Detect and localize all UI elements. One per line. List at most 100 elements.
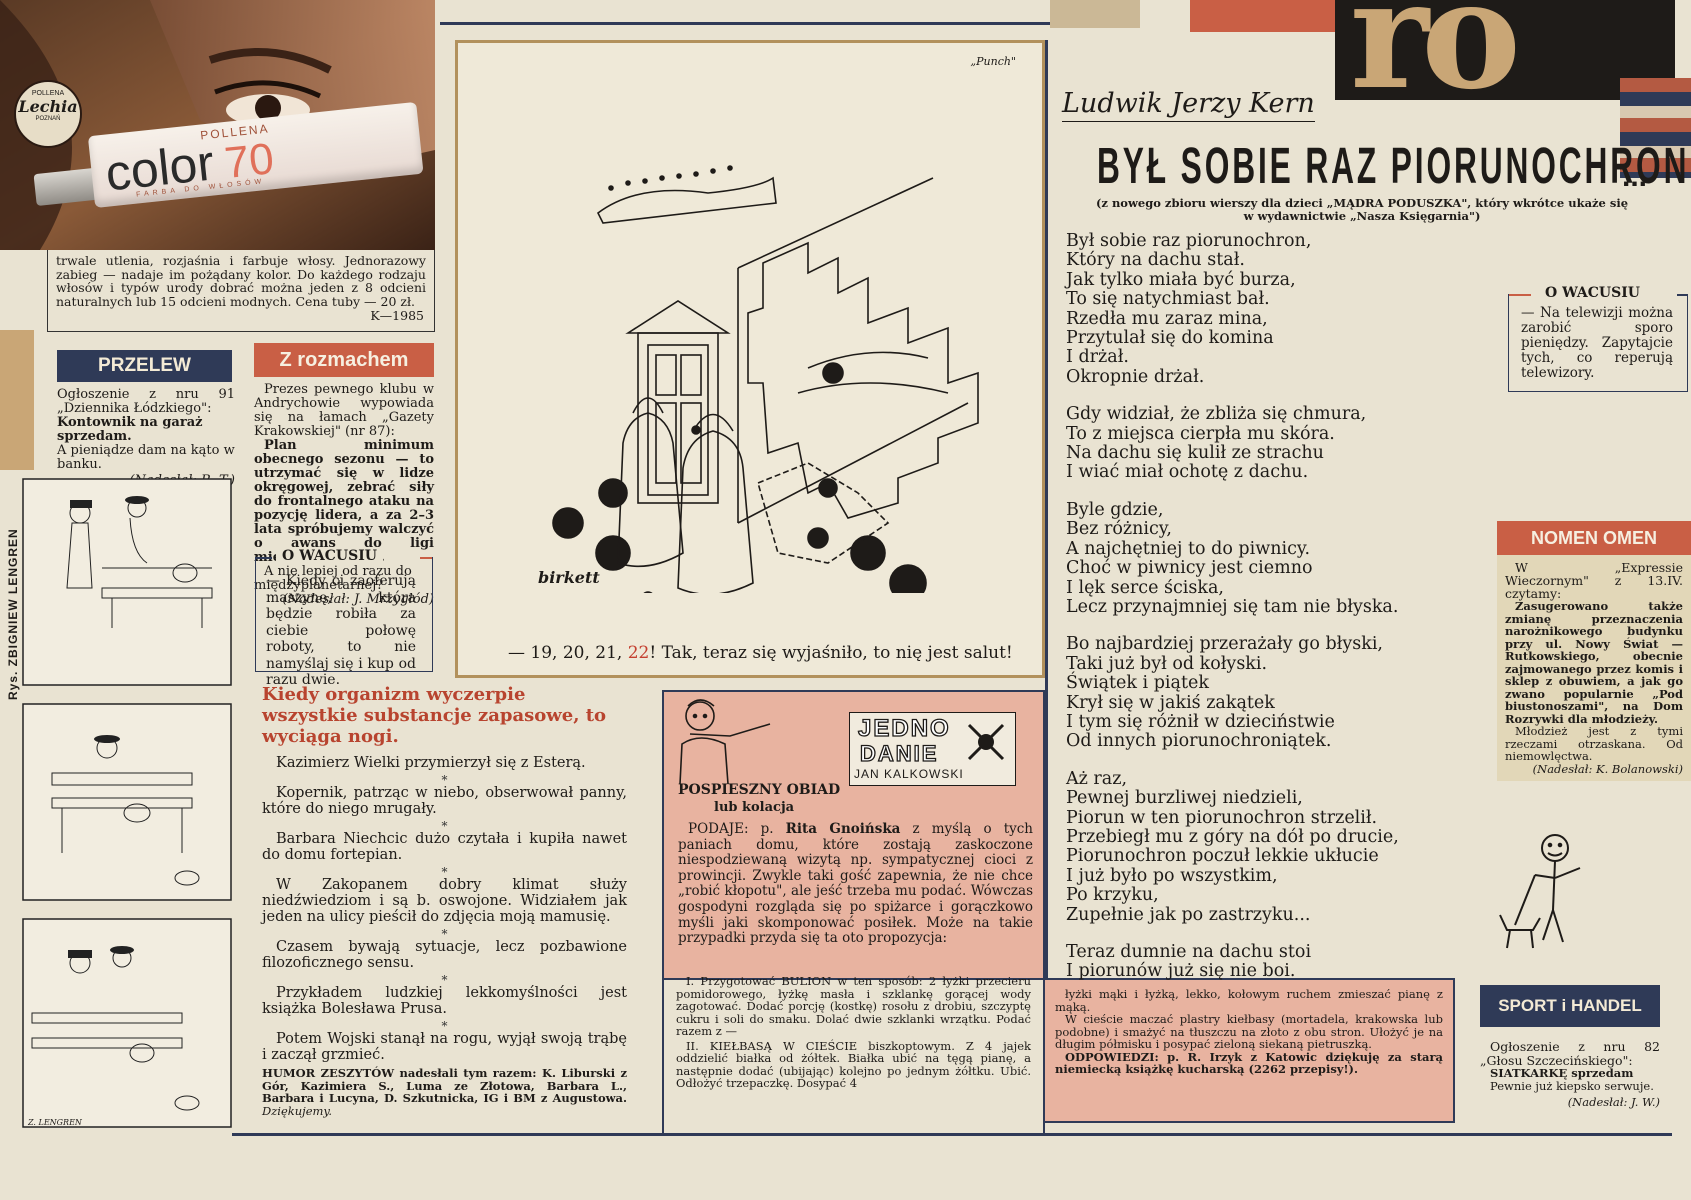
poem-line: Lecz przynajmniej się tam nie błyska. bbox=[1066, 596, 1399, 617]
joke-separator: * bbox=[441, 865, 448, 879]
poem-line: Zupełnie jak po zastrzyku... bbox=[1066, 904, 1311, 925]
lengren-credit: Rys. ZBIGNIEW LENGREN bbox=[6, 528, 20, 700]
wacus-box-2: O WACUSIU — Na telewizji można zarobić s… bbox=[1508, 285, 1688, 392]
sport-rest: Pewnie już kiepsko serwuje. bbox=[1490, 1078, 1654, 1093]
poem-note: (z nowego zbioru wierszy dla dzieci „MĄD… bbox=[1095, 196, 1629, 223]
sport-credit: (Nadesłał: J. W.) bbox=[1567, 1095, 1660, 1109]
recipe-step-2: II. KIEŁBASĄ W CIEŚCIE biszkoptowym. Z 4… bbox=[676, 1038, 1031, 1090]
rozmach-p2: Plan minimum obecnego sezonu — to utrzym… bbox=[254, 438, 434, 565]
comic-panel-1 bbox=[22, 478, 232, 686]
joke-separator: * bbox=[441, 973, 448, 987]
lechia-logo: POLLENA Lechia POZNAŃ bbox=[14, 80, 82, 148]
poem-stanza: Byle gdzie,Bez różnicy,A najchętniej to … bbox=[1066, 499, 1496, 617]
poem-line: Byle gdzie, bbox=[1066, 499, 1164, 520]
joke-separator: * bbox=[441, 819, 448, 833]
sport-body: Ogłoszenie z nru 82 „Głosu Szczecińskieg… bbox=[1480, 1040, 1660, 1109]
nomen-credit: (Nadesłał: K. Bolanowski) bbox=[1532, 761, 1683, 776]
rozmach-p3: A nie lepiej od razu do międzyplanetarne… bbox=[254, 564, 412, 593]
joke-item: Kopernik, patrząc w niebo, obserwował pa… bbox=[262, 785, 627, 817]
joke-separator: * bbox=[441, 773, 448, 787]
poem-line: Choć w piwnicy jest ciemno bbox=[1066, 558, 1313, 579]
bottom-rule bbox=[232, 1133, 1672, 1136]
poem-line: Bo najbardziej przerażały go błyski, bbox=[1066, 634, 1383, 655]
poem-title: BYŁ SOBIE RAZ PIORUNOCHRON bbox=[1097, 138, 1690, 195]
left-edge-strip bbox=[0, 330, 34, 470]
rozmach-p1: Prezes pewnego klubu w Andrychowie wypow… bbox=[254, 382, 434, 439]
poem-line: A najchętniej to do piwnicy. bbox=[1066, 538, 1311, 559]
comic-panel-3 bbox=[22, 918, 232, 1128]
rozmach-header: Z rozmachem bbox=[254, 343, 434, 377]
poem-line: I tym się różnił w dzieciństwie bbox=[1066, 711, 1335, 732]
poem-stanza: Gdy widział, że zbliża się chmura,To z m… bbox=[1066, 404, 1496, 483]
poem-line: I piorunów już się nie boi. bbox=[1066, 961, 1296, 982]
jokes-column: Kiedy organizm wyczerpie wszystkie subst… bbox=[262, 684, 627, 1117]
recipe-continuation: łyżki mąki i łyżką, lekko, kołowym ruche… bbox=[1045, 978, 1455, 1123]
recipe-step-1: I. Przygotować BULION w ten sposób: 2 ły… bbox=[676, 974, 1031, 1038]
pointing-boy-icon bbox=[679, 699, 771, 785]
poem-line: Gdy widział, że zbliża się chmura, bbox=[1066, 404, 1367, 425]
nomen-quote: Zasugerowano także zmianę przeznaczenia … bbox=[1505, 599, 1683, 726]
poem-line: Od innych piorunochroniątek. bbox=[1066, 731, 1332, 752]
poem-stanza: Bo najbardziej przerażały go błyski,Taki… bbox=[1066, 634, 1496, 752]
wacus-title-2: O WACUSIU bbox=[1539, 285, 1646, 301]
sport-intro: Ogłoszenie z nru 82 „Głosu Szczecińskieg… bbox=[1480, 1039, 1660, 1068]
poem-line: Aż raz, bbox=[1066, 768, 1128, 789]
poem-line: Piorunochron poczuł lekkie ukłucie bbox=[1066, 846, 1379, 867]
hair-dye-ad: POLLENA Lechia POZNAŃ POLLENA color 70 F… bbox=[0, 0, 435, 250]
poem-line: Który na dachu stał. bbox=[1066, 250, 1245, 271]
top-rule bbox=[440, 22, 1060, 25]
comic-panel-2 bbox=[22, 703, 232, 901]
nomen-body: W „Expressie Wieczornym" z 13.IV. czytam… bbox=[1497, 555, 1691, 781]
poem-stanza: Był sobie raz piorunochron,Który na dach… bbox=[1066, 231, 1496, 387]
przelew-intro: Ogłoszenie z nru 91 „Dziennika Łódzkiego… bbox=[57, 387, 235, 416]
poem-line: To się natychmiast bał. bbox=[1066, 289, 1270, 310]
poem-line: Taki już był od kołyski. bbox=[1066, 653, 1268, 674]
ad-code: K—1985 bbox=[370, 308, 424, 323]
poem-line: Po krzyku, bbox=[1066, 885, 1159, 906]
wacus-box-1: O WACUSIU — Kiedy ci zaoferują maszynę, … bbox=[255, 548, 433, 688]
poem-line: I wiać miał ochotę z dachu. bbox=[1066, 462, 1309, 483]
poem-stanza: Aż raz,Pewnej burzliwej niedzieli, Piorun… bbox=[1066, 768, 1496, 925]
lengren-comic: Z. LENGREN bbox=[22, 478, 234, 1138]
ad-body: trwale utlenia, rozjaśnia i farbuje włos… bbox=[56, 253, 426, 309]
nomen-rest: Młodzież jest z tymi rzeczami otrzaskana… bbox=[1505, 724, 1683, 763]
cartoon-signature: birkett bbox=[538, 568, 600, 587]
poem-line: Krył się w jakiś zakątek bbox=[1066, 692, 1275, 713]
stick-figure-with-dog-icon bbox=[1499, 834, 1581, 949]
joke-item: Kazimierz Wielki przymierzył się z Ester… bbox=[276, 755, 586, 771]
cartoon-drawing: birkett bbox=[538, 165, 979, 593]
recipe-box: JEDNO DANIE JAN KALKOWSKI POSPIESZNY OBI… bbox=[662, 690, 1045, 980]
przelew-rest: A pieniądze dam na kąto w banku. bbox=[57, 443, 235, 472]
joke-separator: * bbox=[441, 1019, 448, 1033]
poem-line: Rzedła mu zaraz mina, bbox=[1066, 308, 1268, 329]
masthead-fragment: ro bbox=[1350, 0, 1521, 123]
cartoon-source: „Punch" bbox=[970, 55, 1016, 68]
recipe-intro: PODAJE: p. Rita Gnoińska z myślą o tych … bbox=[678, 821, 1033, 947]
poem-line: Okropnie drżał. bbox=[1066, 366, 1205, 387]
sport-header: SPORT i HANDEL bbox=[1480, 985, 1660, 1027]
poem-line: Był sobie raz piorunochron, bbox=[1066, 231, 1312, 251]
cartoon-frame-edge bbox=[1045, 40, 1048, 978]
masthead-strip: ro bbox=[1050, 0, 1691, 178]
ad-text-box: trwale utlenia, rozjaśnia i farbuje włos… bbox=[47, 250, 435, 332]
poem-line: To z miejsca cierpła mu skóra. bbox=[1066, 423, 1335, 444]
recipe-subtitle: lub kolacja bbox=[714, 800, 795, 815]
wacus-title-1: O WACUSIU bbox=[276, 548, 383, 564]
poem-line: Przebiegł mu z góry na dół po drucie, bbox=[1066, 826, 1399, 847]
recipe-steps: I. Przygotować BULION w ten sposób: 2 ły… bbox=[662, 975, 1045, 1133]
poem-line: Teraz dumnie na dachu stoi bbox=[1066, 942, 1312, 962]
przelew-header: PRZELEW bbox=[57, 350, 232, 382]
poem-body: Był sobie raz piorunochron,Który na dach… bbox=[1066, 231, 1496, 1000]
joke-item: Barbara Niechcic dużo czytała i kupiła n… bbox=[262, 831, 627, 863]
wacus-text-2: — Na telewizji można zarobić sporo pieni… bbox=[1521, 305, 1673, 381]
rozmach-credit: (Nadesłał: J. Mrzygłód) bbox=[282, 592, 434, 607]
joke-item: Przykładem ludzkiej lekkomyślności jest … bbox=[262, 985, 627, 1017]
poem-line: Pewnej burzliwej niedzieli, bbox=[1066, 788, 1303, 809]
przelew-body: Ogłoszenie z nru 91 „Dziennika Łódzkiego… bbox=[57, 388, 235, 488]
jokes-headline: Kiedy organizm wyczerpie wszystkie subst… bbox=[262, 684, 607, 747]
recipe-cont-2: W cieście maczać plastry kiełbasy (morta… bbox=[1055, 1012, 1443, 1051]
poem-line: Świątek i piątek bbox=[1066, 673, 1209, 694]
cartoon-caption: — 19, 20, 21, 22! Tak, teraz się wyjaśni… bbox=[508, 643, 1013, 663]
nomen-intro: W „Expressie Wieczornym" z 13.IV. czytam… bbox=[1505, 560, 1683, 601]
